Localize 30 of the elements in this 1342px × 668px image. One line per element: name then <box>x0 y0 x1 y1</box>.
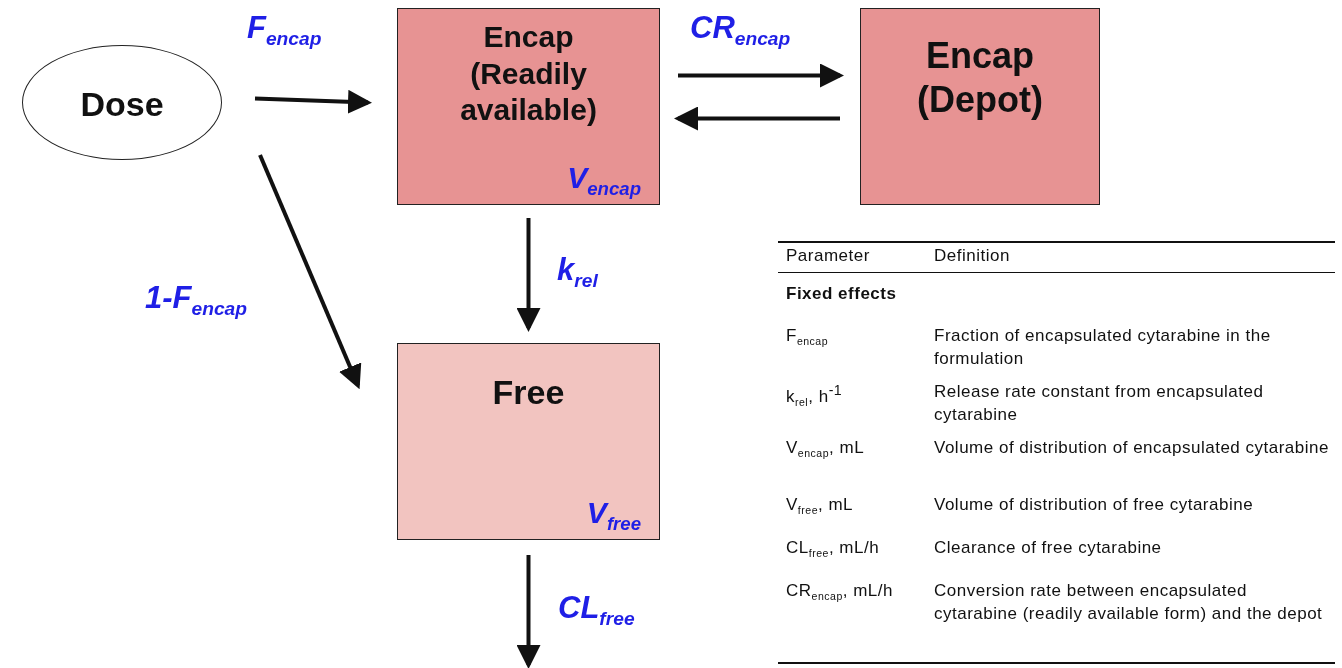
table-cell-text: CL$_{free}$, mL/h <box>786 537 881 561</box>
table-cell-text: Clearance of free cytarabine <box>934 537 1163 559</box>
table-cell-text: CR$_{encap}$, mL/h <box>786 580 894 604</box>
volume-label: V$_{free}$ <box>586 496 641 535</box>
arrow <box>674 106 840 131</box>
volume-label: V$_{encap}$ <box>567 161 641 200</box>
node-title: Free <box>491 372 566 413</box>
table-cell-text: Fraction of encapsulated cytarabine in the formulation <box>934 325 1272 370</box>
table-cell-text: Volume of distribution of encapsulated cytarabine <box>934 437 1330 459</box>
arrow <box>254 89 372 114</box>
table-cell-text: Fixed effects <box>786 283 898 305</box>
table-cell-text: Release rate constant from encapsulated cytarabine <box>934 381 1265 426</box>
table-cell-text: V$_{free}$, mL <box>786 494 855 518</box>
table-cell-text: V$_{encap}$, mL <box>786 437 866 461</box>
compartment-box <box>397 343 660 540</box>
table-cell-text: Volume of distribution of free cytarabine <box>934 494 1255 516</box>
compartment-box <box>860 8 1100 205</box>
node-title: Encap (Readily available) <box>459 19 598 129</box>
node-title: Encap (Depot) <box>916 34 1044 122</box>
compartment-box <box>397 8 660 205</box>
arrow <box>258 154 362 390</box>
table-cell-text: Conversion rate between encapsulated cytarabine (readily available form) and the depot <box>934 580 1324 625</box>
table-cell-text: k$_{rel}$, h$^{-1}$ <box>786 381 844 410</box>
table-cell-text: F$_{encap}$ <box>786 325 830 349</box>
arrow <box>516 555 541 668</box>
table-cell-text: Parameter <box>786 245 871 267</box>
table-cell-text: Definition <box>934 245 1011 267</box>
arrow <box>516 218 541 332</box>
arrow <box>678 63 844 88</box>
node-title: Dose <box>79 84 165 125</box>
